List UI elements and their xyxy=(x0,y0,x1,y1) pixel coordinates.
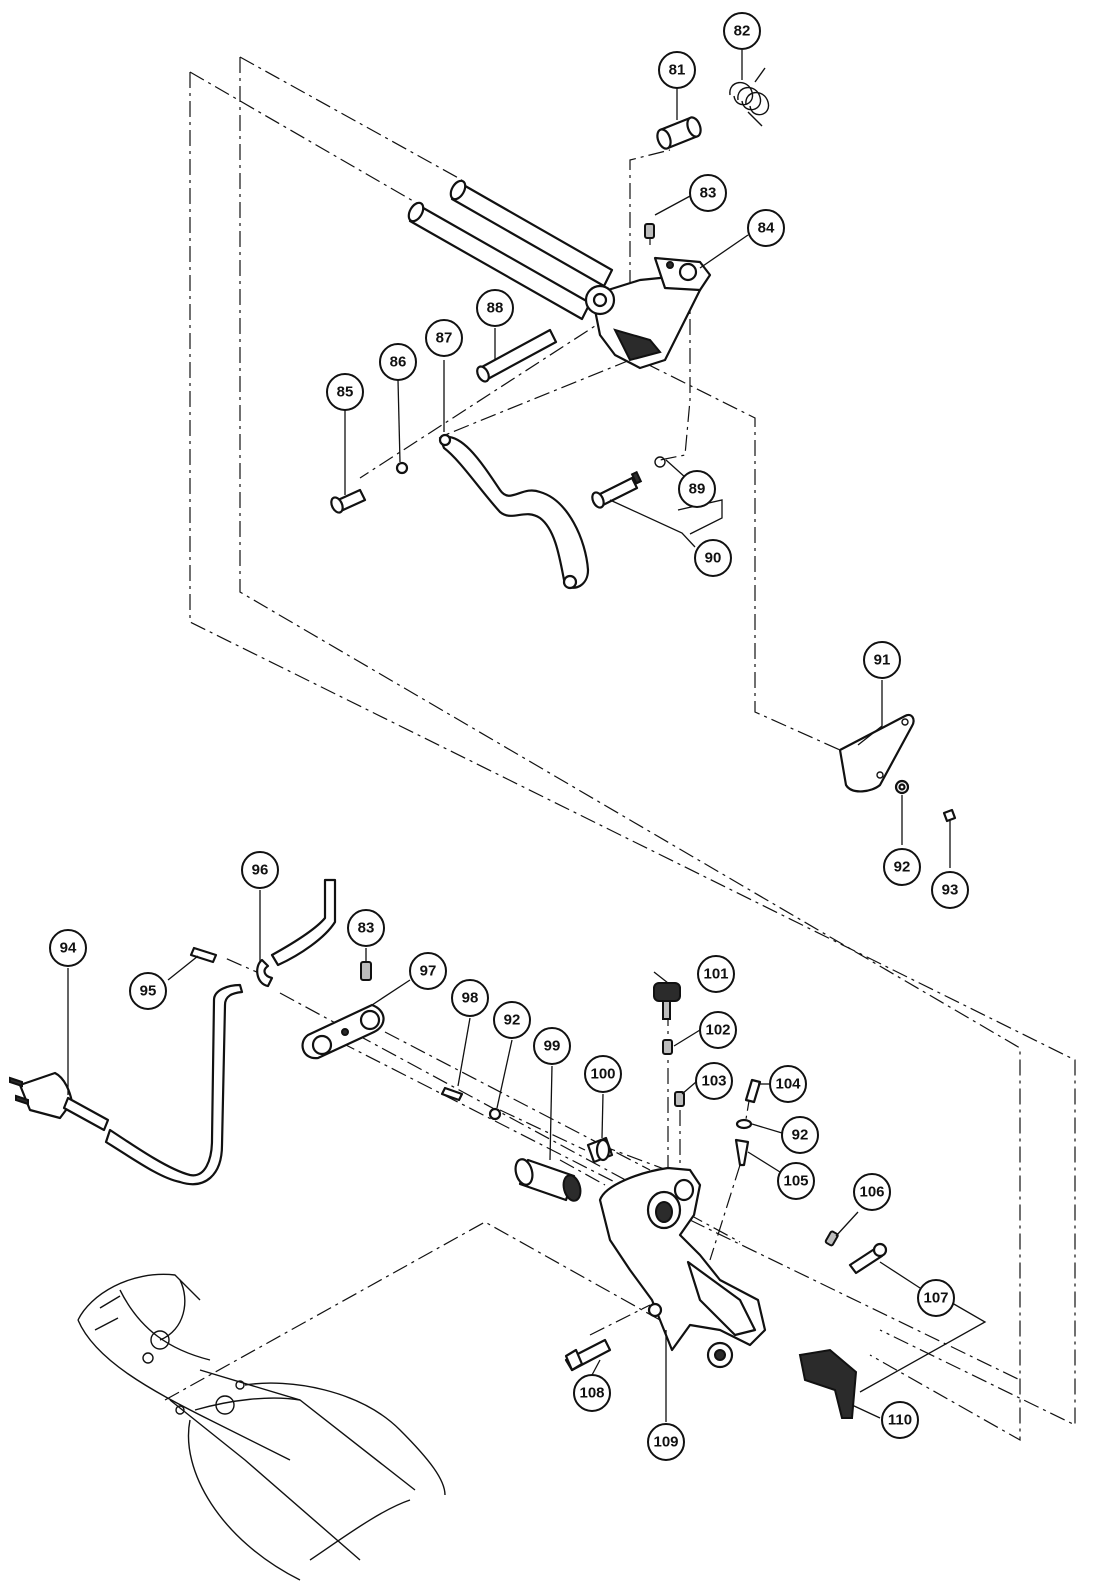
callout-102: 102 xyxy=(699,1011,737,1049)
callout-92-upper: 92 xyxy=(883,848,921,886)
cover-plate xyxy=(838,713,915,793)
callout-89: 89 xyxy=(678,470,716,508)
lever xyxy=(438,435,590,589)
callout-96-label: 96 xyxy=(252,862,269,879)
set-screw-103 xyxy=(674,1091,685,1107)
screw-95 xyxy=(189,946,218,964)
callout-108: 108 xyxy=(573,1374,611,1412)
callout-81: 81 xyxy=(658,51,696,89)
callout-95-label: 95 xyxy=(140,983,157,1000)
assembly-frame-lines xyxy=(164,56,1076,1442)
torsion-spring xyxy=(729,67,770,127)
set-screw-lower xyxy=(360,961,372,981)
callout-89-label: 89 xyxy=(689,481,706,498)
retaining-ring xyxy=(654,456,666,468)
screw-93 xyxy=(942,808,957,823)
callout-93: 93 xyxy=(931,871,969,909)
callout-109: 109 xyxy=(647,1423,685,1461)
callout-103-label: 103 xyxy=(701,1073,726,1090)
callout-100: 100 xyxy=(584,1055,622,1093)
callout-110-label: 110 xyxy=(888,1412,912,1429)
callout-94: 94 xyxy=(49,929,87,967)
callout-87-label: 87 xyxy=(436,330,453,347)
callout-107-label: 107 xyxy=(923,1290,948,1307)
callout-97: 97 xyxy=(409,952,447,990)
callout-106: 106 xyxy=(853,1173,891,1211)
callout-98: 98 xyxy=(451,979,489,1017)
callout-84: 84 xyxy=(747,209,785,247)
callout-83-lower-label: 83 xyxy=(358,920,375,937)
callout-92-lower-label: 92 xyxy=(792,1127,809,1144)
callout-84-label: 84 xyxy=(758,220,775,237)
callout-103: 103 xyxy=(695,1062,733,1100)
callout-92-lower: 92 xyxy=(781,1116,819,1154)
callout-98-label: 98 xyxy=(462,990,479,1007)
callout-92-upper-label: 92 xyxy=(894,859,911,876)
callout-104-label: 104 xyxy=(775,1076,801,1093)
callout-92-mid-label: 92 xyxy=(504,1012,521,1029)
washer xyxy=(395,461,409,475)
callout-106-label: 106 xyxy=(859,1184,884,1201)
pointer-tip xyxy=(734,1138,750,1167)
callout-101-label: 101 xyxy=(703,966,728,983)
callout-83-lower: 83 xyxy=(347,909,385,947)
callout-92-mid: 92 xyxy=(493,1001,531,1039)
callout-96: 96 xyxy=(241,851,279,889)
callout-88: 88 xyxy=(476,289,514,327)
base-casting xyxy=(77,1273,446,1581)
callout-95: 95 xyxy=(129,972,167,1010)
pin xyxy=(478,328,558,382)
callout-83-upper-label: 83 xyxy=(700,185,717,202)
callout-90: 90 xyxy=(694,539,732,577)
callout-82-label: 82 xyxy=(734,23,751,40)
lower-assembly xyxy=(9,878,888,1581)
washer-104 xyxy=(735,1118,753,1130)
power-cord xyxy=(104,983,244,1186)
callout-91-label: 91 xyxy=(874,652,891,669)
callout-107: 107 xyxy=(917,1279,955,1317)
callout-81-label: 81 xyxy=(669,62,686,79)
pointer-block xyxy=(798,1348,858,1419)
callout-99: 99 xyxy=(533,1027,571,1065)
callouts: 81 82 83 84 85 86 87 88 89 90 91 92 93 9… xyxy=(49,12,969,1461)
callout-83-upper: 83 xyxy=(689,174,727,212)
callout-101: 101 xyxy=(697,955,735,993)
callout-87: 87 xyxy=(425,319,463,357)
callout-104: 104 xyxy=(769,1065,807,1103)
callout-86: 86 xyxy=(379,343,417,381)
set-screw-106 xyxy=(824,1230,839,1247)
knob xyxy=(653,982,681,1002)
callout-82: 82 xyxy=(723,12,761,50)
callout-86-label: 86 xyxy=(390,354,407,371)
callout-109-label: 109 xyxy=(653,1434,678,1451)
callout-99-label: 99 xyxy=(544,1038,561,1055)
callout-110: 110 xyxy=(881,1401,919,1439)
callout-97-label: 97 xyxy=(420,963,437,980)
callout-94-label: 94 xyxy=(60,940,77,957)
callout-105: 105 xyxy=(777,1162,815,1200)
set-screw-upper xyxy=(644,223,655,239)
upper-assembly xyxy=(330,67,957,823)
screw-104 xyxy=(744,1078,762,1104)
callout-85: 85 xyxy=(326,373,364,411)
callout-91: 91 xyxy=(863,641,901,679)
callout-90-label: 90 xyxy=(705,550,722,567)
cord-clip xyxy=(256,958,274,988)
callout-108-label: 108 xyxy=(579,1385,604,1402)
callout-105-label: 105 xyxy=(783,1173,808,1190)
callout-88-label: 88 xyxy=(487,300,504,317)
washer-98 xyxy=(488,1107,502,1121)
plug xyxy=(18,1071,74,1120)
callout-93-label: 93 xyxy=(942,882,959,899)
callout-102-label: 102 xyxy=(705,1022,730,1039)
callout-85-label: 85 xyxy=(337,384,354,401)
power-cord-upper xyxy=(270,878,337,967)
set-screw-102 xyxy=(662,1039,673,1055)
screw-98 xyxy=(440,1086,464,1102)
leader-lines xyxy=(67,50,987,1422)
callout-100-label: 100 xyxy=(590,1066,615,1083)
